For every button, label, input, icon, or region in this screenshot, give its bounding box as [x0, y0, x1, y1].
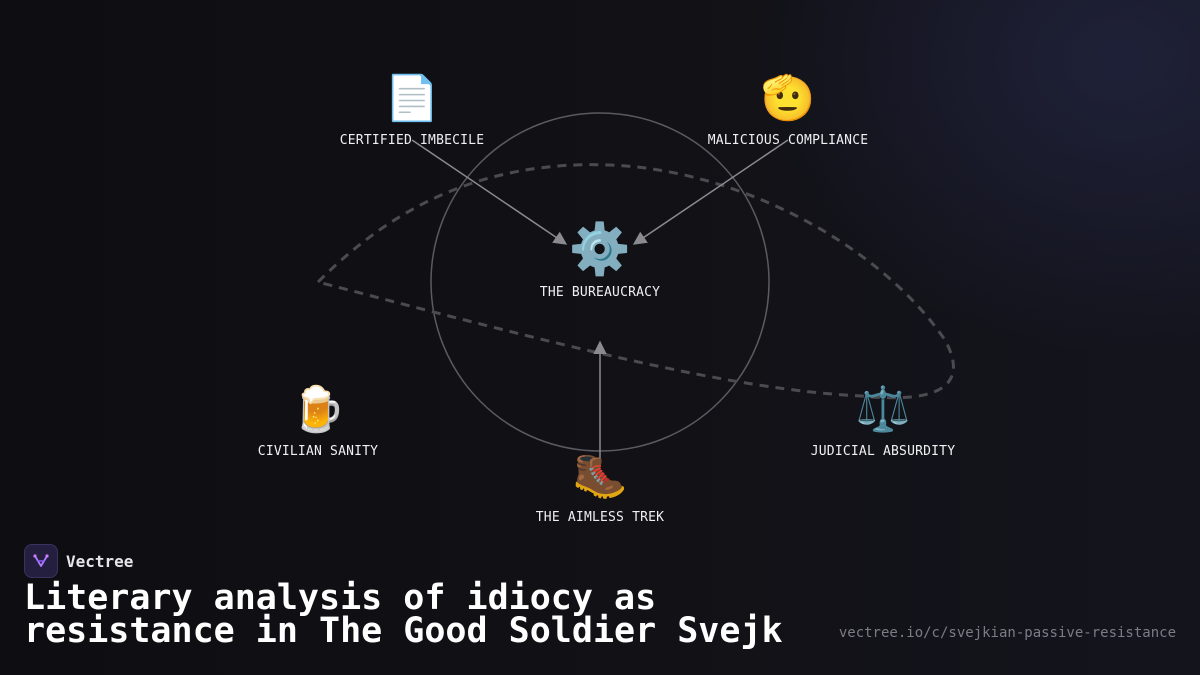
node-label: CERTIFIED IMBECILE	[339, 133, 485, 148]
node-civilian-sanity: 🍺 CIVILIAN SANITY	[257, 384, 379, 460]
node-judicial-absurdity: ⚖️ JUDICIAL ABSURDITY	[810, 384, 956, 460]
node-label: MALICIOUS COMPLIANCE	[707, 133, 869, 148]
balance-scale-icon: ⚖️	[855, 384, 911, 435]
node-bureaucracy: ⚙️ THE BUREAUCRACY	[540, 222, 660, 300]
node-aimless-trek: 🥾 THE AIMLESS TREK	[535, 450, 665, 526]
node-label: THE AIMLESS TREK	[535, 510, 665, 525]
node-label: THE BUREAUCRACY	[539, 285, 661, 300]
brand[interactable]: Vectree	[24, 544, 133, 578]
page-url[interactable]: vectree.io/c/svejkian-passive-resistance	[838, 625, 1176, 641]
node-label: CIVILIAN SANITY	[257, 444, 379, 459]
gear-icon: ⚙️	[568, 220, 632, 278]
edge-certified-imbecile-to-bureaucracy	[411, 139, 568, 245]
edge-malicious-compliance-to-bureaucracy	[632, 139, 789, 245]
hiking-boot-icon: 🥾	[572, 450, 628, 501]
saluting-face-icon: 🫡	[760, 73, 816, 124]
vectree-logo-icon	[24, 544, 58, 578]
beer-mug-icon: 🍺	[290, 384, 346, 435]
page-title: Literary analysis of idiocy as resistanc…	[24, 578, 783, 651]
brand-name: Vectree	[66, 551, 134, 571]
node-certified-imbecile: 📄 CERTIFIED IMBECILE	[339, 73, 485, 149]
node-label: JUDICIAL ABSURDITY	[810, 444, 956, 459]
node-malicious-compliance: 🫡 MALICIOUS COMPLIANCE	[707, 73, 869, 149]
document-icon: 📄	[384, 73, 440, 124]
